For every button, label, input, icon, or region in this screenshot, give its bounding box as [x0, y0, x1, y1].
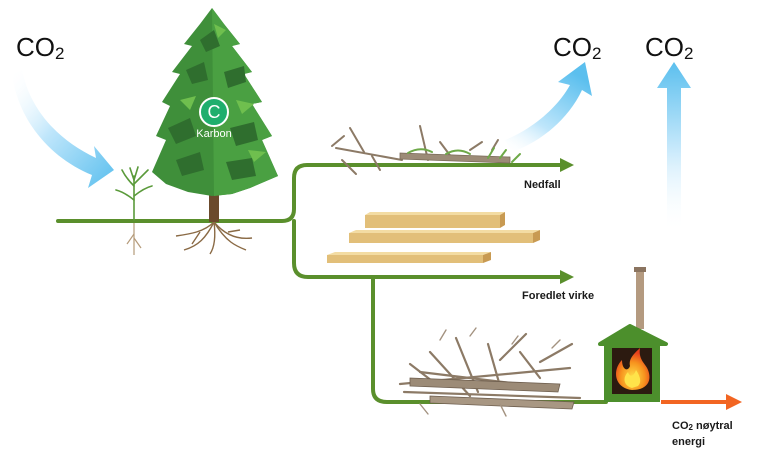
carbon-letter: C: [207, 102, 221, 122]
wood-flow-line: [292, 219, 562, 279]
firewood-flow-line: [371, 275, 608, 404]
virke-arrowhead: [560, 270, 574, 284]
energy-arrowhead: [726, 394, 742, 410]
co2-uptake-arrow: [12, 70, 114, 188]
stove-icon: [598, 267, 668, 402]
co2-label-middle: CO2: [553, 32, 602, 63]
energy-label: CO2 nøytral energi: [672, 420, 733, 448]
tree-icon: [152, 8, 278, 255]
co2-label-right: CO2: [645, 32, 694, 63]
carbon-badge: C: [199, 97, 229, 127]
seedling-icon: [115, 166, 153, 255]
fallen-branches-icon: [331, 125, 521, 175]
co2-label-left: CO2: [16, 32, 65, 63]
co2-release-arrow-stove: [657, 62, 691, 232]
planks-icon: [327, 212, 540, 263]
nedfall-arrowhead: [560, 158, 574, 172]
firewood-pile-icon: [398, 327, 582, 417]
ground-flow-line: [56, 163, 562, 223]
co2-release-arrow-litter: [505, 62, 592, 152]
litterfall-label: Nedfall: [524, 179, 561, 191]
carbon-label: Karbon: [196, 128, 232, 140]
processed-wood-label: Foredlet virke: [522, 290, 595, 302]
